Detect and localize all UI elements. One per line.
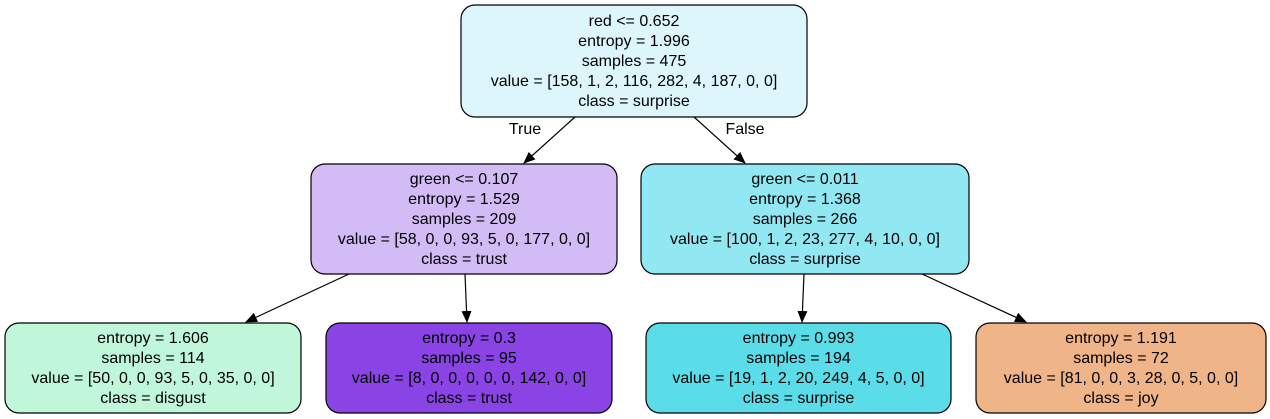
tree-node-root: red <= 0.652 entropy = 1.996 samples = 475… — [460, 4, 808, 118]
node-line: class = disgust — [100, 390, 206, 407]
tree-node-left: green <= 0.107 entropy = 1.529 samples = 2… — [310, 163, 618, 275]
node-box — [4, 322, 302, 414]
node-line: entropy = 1.606 — [97, 330, 209, 347]
node-box — [310, 163, 618, 275]
node-line: samples = 95 — [421, 350, 517, 367]
node-line: green <= 0.107 — [410, 171, 519, 188]
tree-node-right: green <= 0.011 entropy = 1.368 samples = 2… — [640, 163, 970, 275]
node-line: samples = 194 — [746, 350, 851, 367]
edge-root-left — [523, 116, 576, 164]
tree-node-leaf2: entropy = 0.3 samples = 95 value = [8, 0, … — [325, 322, 613, 414]
node-line: value = [19, 1, 2, 20, 249, 4, 5, 0, 0] — [672, 370, 924, 387]
edge-left-leaf1 — [245, 273, 350, 323]
node-box — [975, 322, 1267, 414]
node-line: samples = 475 — [582, 53, 687, 70]
node-line: class = joy — [1083, 390, 1158, 407]
node-box — [645, 322, 952, 414]
node-line: entropy = 1.529 — [408, 191, 520, 208]
tree-node-leaf4: entropy = 1.191 samples = 72 value = [81, … — [975, 322, 1267, 414]
node-line: red <= 0.652 — [589, 13, 680, 30]
edge-label-true: True — [509, 121, 541, 138]
node-line: green <= 0.011 — [751, 171, 858, 188]
edge-right-leaf3 — [797, 273, 808, 323]
node-box — [640, 163, 970, 275]
node-line: entropy = 1.191 — [1065, 330, 1177, 347]
node-line: value = [81, 0, 0, 3, 28, 0, 5, 0, 0] — [1004, 370, 1238, 387]
node-line: samples = 266 — [753, 211, 858, 228]
nodes-layer: red <= 0.652 entropy = 1.996 samples = 475… — [4, 4, 1267, 414]
node-box — [325, 322, 613, 414]
node-line: entropy = 1.368 — [749, 191, 861, 208]
node-line: class = trust — [421, 251, 507, 268]
node-line: value = [158, 1, 2, 116, 282, 4, 187, 0,… — [491, 73, 778, 90]
node-line: value = [8, 0, 0, 0, 0, 0, 142, 0, 0] — [352, 370, 586, 387]
tree-node-leaf3: entropy = 0.993 samples = 194 value = [19,… — [645, 322, 952, 414]
node-line: entropy = 1.996 — [578, 33, 690, 50]
node-line: class = surprise — [743, 390, 855, 407]
node-line: samples = 72 — [1073, 350, 1169, 367]
node-line: samples = 209 — [412, 211, 517, 228]
node-line: class = surprise — [749, 251, 861, 268]
node-line: entropy = 0.993 — [743, 330, 855, 347]
node-line: value = [50, 0, 0, 93, 5, 0, 35, 0, 0] — [31, 370, 274, 387]
tree-node-leaf1: entropy = 1.606 samples = 114 value = [50,… — [4, 322, 302, 414]
edge-right-leaf4 — [921, 273, 1027, 323]
node-line: class = surprise — [578, 93, 690, 110]
node-line: value = [58, 0, 0, 93, 5, 0, 177, 0, 0] — [338, 231, 590, 248]
node-line: entropy = 0.3 — [422, 330, 516, 347]
edge-left-leaf2 — [461, 273, 472, 323]
node-line: samples = 114 — [101, 350, 204, 367]
node-line: class = trust — [426, 390, 512, 407]
edges-layer: True False — [245, 116, 1027, 323]
edge-label-false: False — [725, 121, 764, 138]
node-line: value = [100, 1, 2, 23, 277, 4, 10, 0, 0… — [670, 231, 940, 248]
edge-root-right — [693, 116, 746, 164]
node-box — [460, 4, 808, 118]
